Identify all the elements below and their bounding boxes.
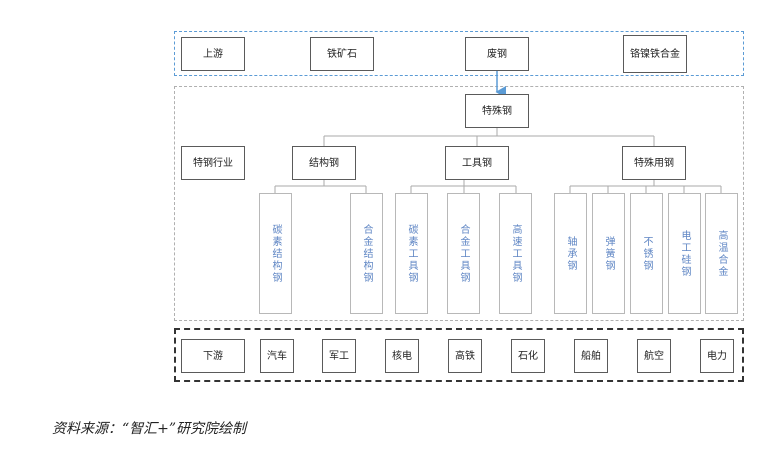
- downstream-item-label: 汽车: [267, 350, 287, 362]
- downstream-item-military: 军工: [322, 339, 356, 373]
- upstream-item-ferroalloy: 铬镍铁合金: [623, 35, 687, 73]
- leaf-alloy-structural-steel: 合金结构钢: [350, 193, 383, 314]
- leaf-stainless-steel: 不锈钢: [630, 193, 663, 314]
- leaf-carbon-tool-steel: 碳素工具钢: [395, 193, 428, 314]
- leaf-label: 碳素工具钢: [406, 223, 417, 284]
- leaf-spring-steel: 弹簧钢: [592, 193, 625, 314]
- leaf-label: 碳素结构钢: [270, 223, 281, 284]
- root-node-special-steel: 特殊钢: [465, 94, 529, 128]
- leaf-label: 轴承钢: [565, 235, 576, 272]
- downstream-item-label: 石化: [518, 350, 538, 362]
- downstream-item-power: 电力: [700, 339, 734, 373]
- upstream-item-iron-ore: 铁矿石: [310, 37, 374, 71]
- upstream-item-scrap-steel: 废钢: [465, 37, 529, 71]
- leaf-label: 高速工具钢: [510, 223, 521, 284]
- leaf-label: 合金工具钢: [458, 223, 469, 284]
- leaf-alloy-tool-steel: 合金工具钢: [447, 193, 480, 314]
- upstream-group: [174, 31, 744, 76]
- source-note: 资料来源：“智汇+”研究院绘制: [52, 421, 247, 437]
- leaf-label: 高温合金: [716, 229, 727, 278]
- downstream-item-aviation: 航空: [637, 339, 671, 373]
- downstream-item-petrochemical: 石化: [511, 339, 545, 373]
- leaf-superalloy: 高温合金: [705, 193, 738, 314]
- downstream-item-label: 电力: [707, 350, 727, 362]
- leaf-high-speed-tool-steel: 高速工具钢: [499, 193, 532, 314]
- downstream-label: 下游: [181, 339, 245, 373]
- leaf-label: 弹簧钢: [603, 235, 614, 272]
- downstream-item-shipbuilding: 船舶: [574, 339, 608, 373]
- downstream-item-label: 核电: [392, 350, 412, 362]
- upstream-label: 上游: [181, 37, 245, 71]
- downstream-item-nuclear: 核电: [385, 339, 419, 373]
- industry-group: [174, 86, 744, 321]
- leaf-label: 不锈钢: [641, 235, 652, 272]
- category-structural-steel: 结构钢: [292, 146, 356, 180]
- industry-label: 特钢行业: [181, 146, 245, 180]
- downstream-item-label: 军工: [329, 350, 349, 362]
- category-tool-steel: 工具钢: [445, 146, 509, 180]
- leaf-label: 合金结构钢: [361, 223, 372, 284]
- category-special-use-steel: 特殊用钢: [622, 146, 686, 180]
- downstream-item-label: 航空: [644, 350, 664, 362]
- downstream-item-label: 高铁: [455, 350, 475, 362]
- downstream-group: [174, 328, 744, 382]
- downstream-item-label: 船舶: [581, 350, 601, 362]
- leaf-carbon-structural-steel: 碳素结构钢: [259, 193, 292, 314]
- leaf-label: 电工硅钢: [679, 229, 690, 278]
- leaf-electrical-silicon-steel: 电工硅钢: [668, 193, 701, 314]
- leaf-bearing-steel: 轴承钢: [554, 193, 587, 314]
- downstream-item-high-speed-rail: 高铁: [448, 339, 482, 373]
- downstream-item-auto: 汽车: [260, 339, 294, 373]
